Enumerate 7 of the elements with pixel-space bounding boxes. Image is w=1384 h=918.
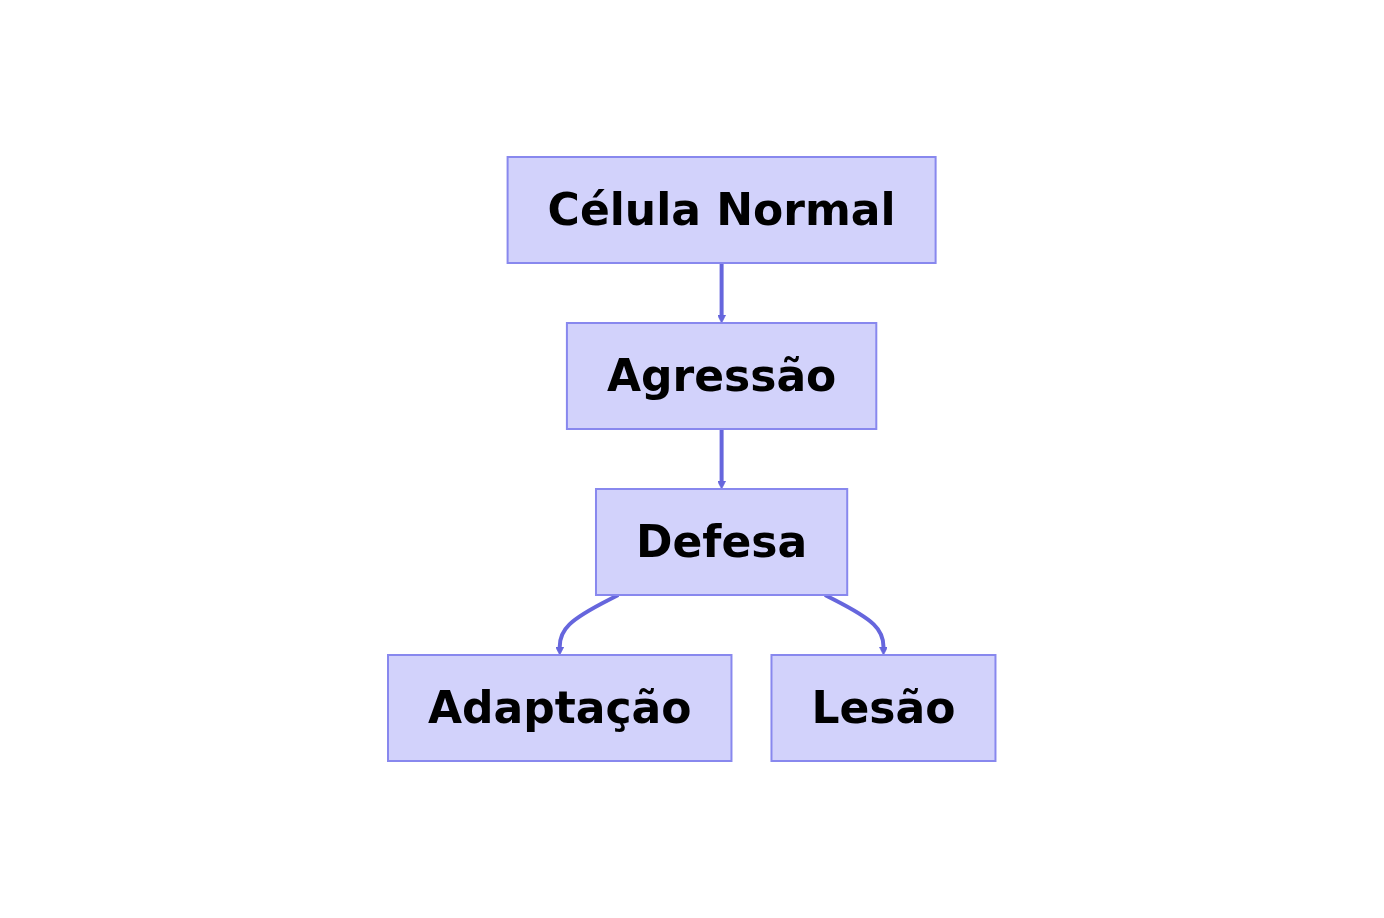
node-box: Agressão	[566, 322, 878, 430]
node-box: Defesa	[595, 488, 849, 596]
arrow	[717, 263, 727, 324]
arrow	[717, 429, 727, 490]
node-box: Lesão	[770, 654, 997, 762]
node-box: Célula Normal	[506, 156, 937, 264]
node-box: Adaptação	[387, 654, 733, 762]
